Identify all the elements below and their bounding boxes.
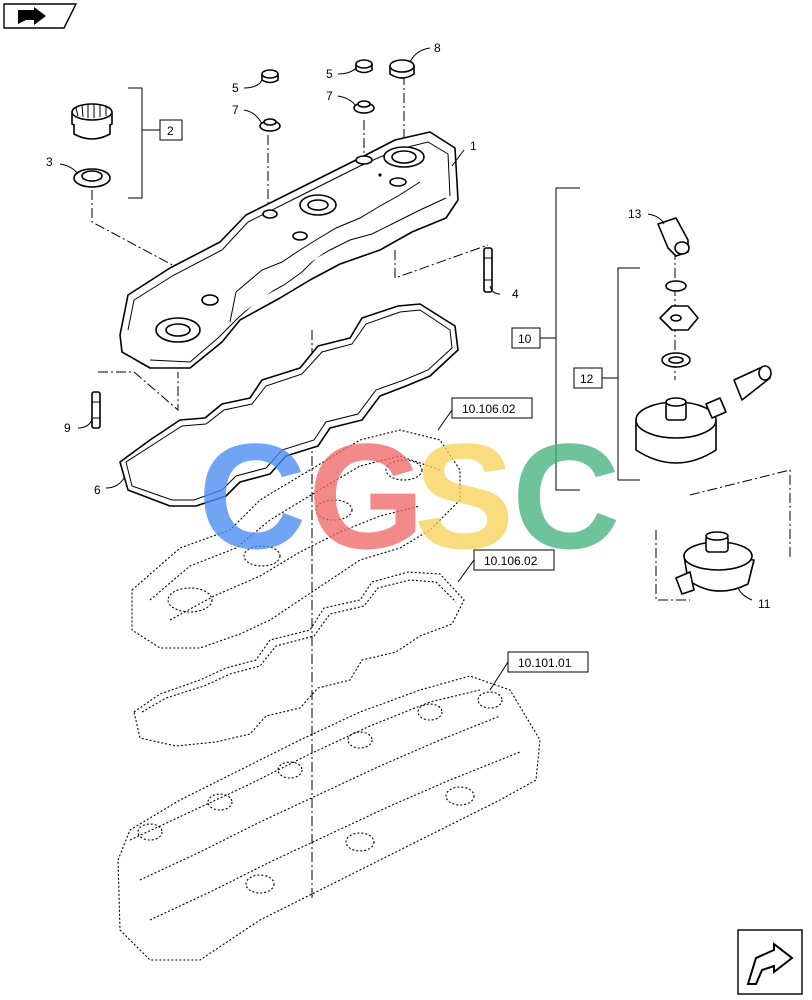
breather-washer (661, 352, 691, 368)
stud-4 (483, 247, 493, 293)
cap-nut-left (261, 69, 279, 84)
reference-link-b[interactable]: 10.106.02 (473, 549, 555, 571)
svg-text:12: 12 (580, 372, 594, 386)
svg-text:10.106.02: 10.106.02 (462, 402, 516, 416)
boxed-callout-12: 12 (573, 367, 603, 389)
callout-13: 13 (628, 207, 642, 221)
breather-valve-11 (675, 531, 755, 595)
breather-elbow-13 (657, 217, 690, 257)
reference-link-a[interactable]: 10.106.02 (451, 397, 533, 419)
callout-8: 8 (434, 41, 441, 55)
callout-1: 1 (470, 139, 477, 153)
washer-left (259, 118, 281, 132)
valve-cover-gasket (119, 303, 459, 507)
cylinder-head-ghost (117, 675, 541, 961)
back-arrow-icon[interactable] (3, 3, 78, 29)
filler-cap-seal (73, 168, 111, 188)
svg-text:2: 2 (167, 124, 174, 138)
next-page-arrow-icon[interactable] (737, 929, 803, 995)
breather-housing (635, 397, 727, 464)
svg-text:10: 10 (518, 332, 532, 346)
stud-9 (91, 391, 101, 429)
breather-cap-part (659, 305, 699, 331)
callout-11: 11 (758, 597, 771, 611)
cap-nut-right (355, 59, 373, 74)
callout-5b: 5 (326, 67, 333, 81)
valve-cover (119, 131, 459, 369)
callout-3: 3 (46, 155, 53, 169)
callout-4: 4 (512, 287, 519, 301)
reference-link-c[interactable]: 10.101.01 (507, 651, 589, 673)
boxed-callout-10: 10 (511, 327, 541, 349)
plug-8 (389, 59, 415, 79)
breather-o-ring (665, 280, 687, 292)
leader-lines (59, 47, 753, 691)
callout-7b: 7 (326, 89, 333, 103)
watermark-letter-1: C (198, 412, 306, 580)
svg-text:10.101.01: 10.101.01 (518, 656, 572, 670)
oil-filler-cap (71, 103, 113, 140)
callouts: 1 3 4 5 5 7 7 8 9 6 11 13 (46, 41, 771, 611)
lower-gasket-ghost (133, 571, 465, 747)
callout-7a: 7 (232, 103, 239, 117)
breather-hose (733, 365, 772, 401)
svg-text:10.106.02: 10.106.02 (484, 554, 538, 568)
rocker-housing-ghost (131, 429, 461, 649)
callout-9: 9 (64, 421, 71, 435)
watermark-letter-2: G (308, 412, 425, 580)
callout-6: 6 (94, 483, 101, 497)
watermark: C G S C (198, 412, 620, 580)
boxed-callout-2: 2 (159, 119, 183, 141)
washer-right (353, 100, 375, 114)
callout-5a: 5 (232, 81, 239, 95)
